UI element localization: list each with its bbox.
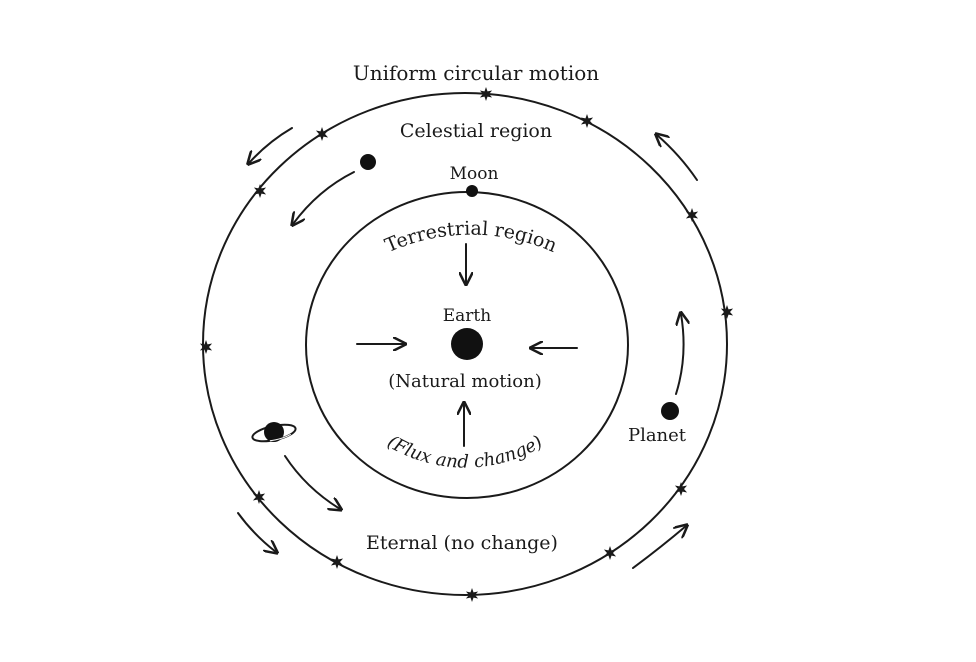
star-icon <box>479 87 493 101</box>
terrestrial-region-label: Terrestrial region <box>382 218 560 257</box>
celestial-region-label: Celestial region <box>400 120 552 142</box>
orbit-arrow-top-right-icon <box>657 135 698 181</box>
star-icon <box>603 546 617 560</box>
star-icon <box>315 127 329 141</box>
star-icon <box>580 114 594 128</box>
natural-motion-label: (Natural motion) <box>388 371 542 392</box>
uniform-motion-label: Uniform circular motion <box>353 61 599 85</box>
star-icon <box>674 482 688 496</box>
star-icon <box>330 555 344 569</box>
orbit-arrow-bottom-right-icon <box>632 526 686 569</box>
planet-label: Planet <box>628 425 687 446</box>
moon-label: Moon <box>450 164 499 184</box>
star-icon <box>199 340 213 354</box>
orbit-arrow-moon-icon <box>293 171 355 224</box>
eternal-label: Eternal (no change) <box>366 532 558 554</box>
orbit-arrow-saturn-icon <box>284 455 340 509</box>
star-icon <box>252 490 266 504</box>
moon-dot <box>466 185 478 197</box>
star-icon <box>685 208 699 222</box>
planet-dot <box>661 402 679 420</box>
orbit-arrow-bottom-left-icon <box>237 512 276 552</box>
orbit-arrow-planet-icon <box>676 314 684 395</box>
star-icon <box>465 588 479 602</box>
earth-ball <box>451 328 483 360</box>
orbit-arrow-top-left-icon <box>249 127 293 163</box>
earth-label: Earth <box>443 306 492 326</box>
small-planet-dot <box>360 154 376 170</box>
star-icon <box>253 184 267 198</box>
star-icon <box>720 305 734 319</box>
saturn-icon <box>251 422 297 443</box>
celestial-sphere-outer <box>202 92 728 596</box>
fixed-stars <box>199 87 734 602</box>
